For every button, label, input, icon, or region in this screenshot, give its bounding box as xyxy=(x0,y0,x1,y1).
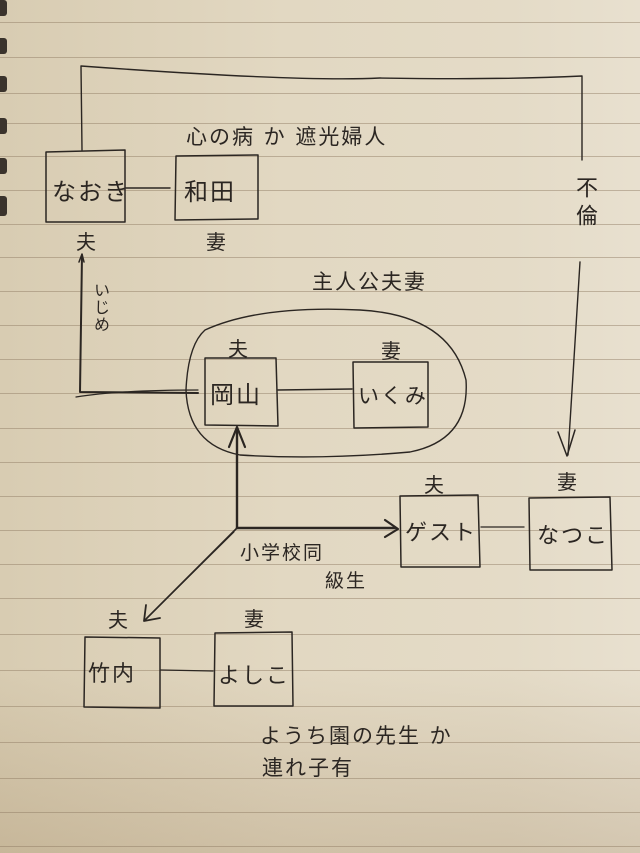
ikumi-role: 妻 xyxy=(381,339,403,363)
ruled-line xyxy=(0,224,640,225)
takeuchi-name: 竹内 xyxy=(88,662,137,687)
ruled-line xyxy=(0,257,640,258)
ruled-line xyxy=(0,598,640,599)
bullying-label: いじめ xyxy=(91,282,110,333)
natsuko-name: なつこ xyxy=(537,524,610,549)
takeuchi-role: 夫 xyxy=(108,608,130,632)
okayama-box xyxy=(204,357,279,427)
wada-name: 和田 xyxy=(184,178,236,206)
classmates-line1: 小学校同 xyxy=(240,542,325,564)
takeuchi-box xyxy=(83,636,161,709)
wada-note: 心の病 か 遮光婦人 xyxy=(186,125,388,149)
ikumi-box xyxy=(352,361,429,429)
guest-name: ゲスト xyxy=(405,521,478,546)
ruled-line xyxy=(0,291,640,292)
ruled-line xyxy=(0,706,640,707)
ruled-line xyxy=(0,428,640,429)
yoshiko-box xyxy=(213,631,294,707)
ruled-line xyxy=(0,462,640,463)
ruled-line xyxy=(0,393,640,394)
ruled-line xyxy=(0,670,640,671)
ruled-line xyxy=(0,812,640,813)
ruled-line xyxy=(0,496,640,497)
bullying-line xyxy=(79,254,199,394)
guest-box xyxy=(399,494,481,568)
affair-arrowhead xyxy=(557,429,576,457)
ruled-line xyxy=(0,325,640,326)
natsuko-box xyxy=(528,496,613,571)
binding-ring xyxy=(0,196,7,216)
naoki-role: 夫 xyxy=(76,230,98,254)
okayama-name: 岡山 xyxy=(210,381,262,409)
ruled-line xyxy=(0,57,640,58)
protagonist-circle xyxy=(185,308,467,458)
ruled-line xyxy=(0,530,640,531)
binding-ring xyxy=(0,0,7,16)
okayama-ikumi-link xyxy=(277,388,353,391)
naoki-name: なおき xyxy=(52,178,130,206)
yoshiko-note-line2: 連れ子有 xyxy=(262,756,354,780)
ruled-line xyxy=(0,359,640,360)
ruled-line xyxy=(0,634,640,635)
classmates-line2: 級生 xyxy=(325,570,368,592)
wada-role: 妻 xyxy=(206,230,228,254)
yoshiko-name: よしこ xyxy=(218,664,291,689)
ruled-line xyxy=(0,93,640,94)
wada-box xyxy=(174,154,259,221)
ruled-line xyxy=(0,742,640,743)
natsuko-role: 妻 xyxy=(557,470,579,494)
ruled-line xyxy=(0,190,640,191)
ruled-line xyxy=(0,846,640,847)
binding-ring xyxy=(0,158,7,174)
affair-line xyxy=(80,65,583,456)
ruled-line xyxy=(0,156,640,157)
takeuchi-yoshiko-link xyxy=(160,669,214,672)
guest-role: 夫 xyxy=(424,473,446,497)
binding-ring xyxy=(0,118,7,134)
protagonist-label: 主人公夫妻 xyxy=(312,270,427,294)
ikumi-name: いくみ xyxy=(358,384,428,408)
ruled-line xyxy=(0,778,640,779)
okayama-role: 夫 xyxy=(228,337,250,361)
ruled-line xyxy=(0,123,640,124)
yoshiko-note-line1: ようち園の先生 か xyxy=(260,724,453,748)
yoshiko-role: 妻 xyxy=(244,607,266,631)
binding-ring xyxy=(0,38,7,54)
affair-label: 不倫 xyxy=(572,176,597,232)
ruled-line xyxy=(0,22,640,23)
bullying-arrowhead xyxy=(78,253,85,263)
ruled-line xyxy=(0,564,640,565)
naoki-box xyxy=(45,149,126,223)
binding-ring xyxy=(0,76,7,92)
